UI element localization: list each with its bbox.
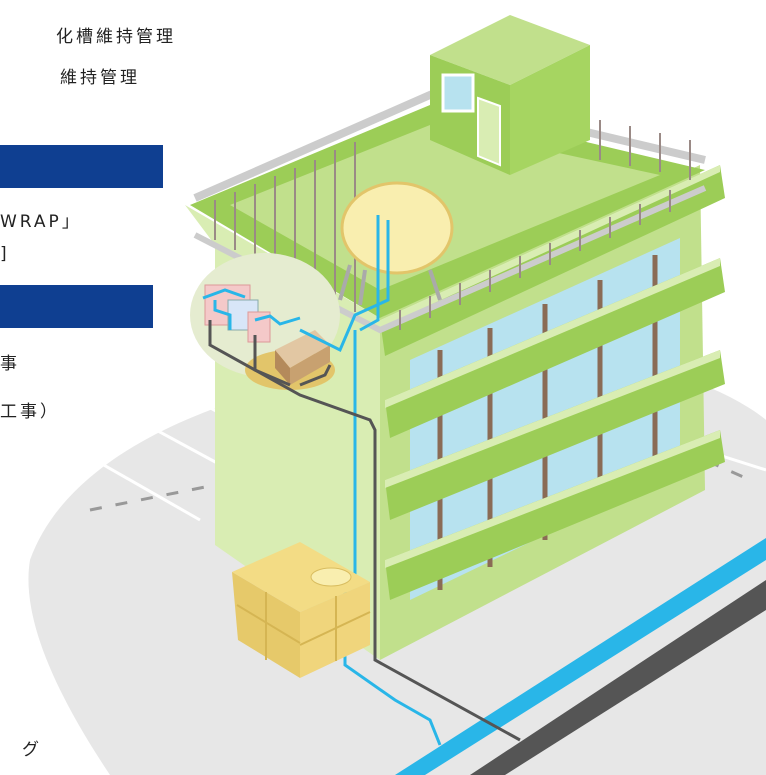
text-line-2: 維持管理 — [60, 68, 140, 88]
text-line-3: WRAP」 — [0, 212, 82, 232]
ground-water-tank-icon — [232, 542, 371, 678]
text-line-1: 化槽維持管理 — [56, 27, 176, 47]
rooftop-penthouse — [430, 15, 590, 175]
text-line-5: 事 — [0, 354, 20, 374]
pump-unit-icon — [204, 284, 271, 343]
pump-room — [190, 253, 340, 390]
section-band-1 — [0, 145, 163, 188]
text-line-6: 工事） — [0, 402, 60, 422]
section-band-2 — [0, 285, 153, 328]
water-main-road — [395, 538, 766, 775]
text-line-4: ] — [0, 244, 10, 264]
balconies — [380, 165, 725, 600]
drain-main-road — [470, 580, 766, 775]
elevated-water-tank-icon — [338, 181, 454, 306]
drain-pipe-line — [208, 320, 521, 742]
parking-dash — [89, 438, 751, 512]
text-line-7: グ — [22, 740, 42, 760]
